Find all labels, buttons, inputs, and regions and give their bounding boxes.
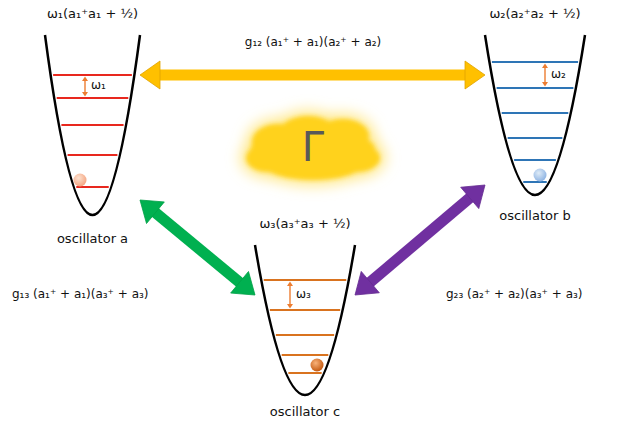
potential-well: [255, 245, 355, 395]
coupling-arrow: [140, 200, 255, 295]
energy-level: [68, 154, 118, 156]
energy-level: [276, 334, 334, 336]
frequency-label: ω₃: [296, 288, 311, 302]
parabola-curve: [485, 35, 585, 195]
particle-ball: [534, 169, 547, 182]
energy-level: [53, 74, 132, 76]
oscillator-name: oscillator b: [499, 209, 570, 224]
energy-level: [514, 159, 556, 161]
energy-level: [282, 354, 329, 356]
coupling-arrow: [355, 185, 485, 295]
hamiltonian-term: ω₃(a₃⁺a₃ + ½): [259, 217, 350, 232]
frequency-label: ω₁: [91, 79, 106, 93]
arrow-head: [461, 185, 485, 209]
energy-level: [492, 61, 578, 63]
coupling-term: g₁₂ (a₁⁺ + a₁)(a₂⁺ + a₂): [245, 36, 381, 50]
energy-level: [497, 87, 574, 89]
energy-level: [57, 97, 129, 99]
oscillator-name: oscillator c: [270, 405, 340, 420]
arrow-shaft: [155, 212, 241, 283]
arrow-head: [465, 61, 485, 89]
potential-well: [485, 35, 585, 195]
coupling-term: g₁₃ (a₁⁺ + a₁)(a₃⁺ + a₃): [12, 288, 148, 302]
spacing-arrow: [287, 282, 293, 309]
arrow-head: [231, 271, 255, 295]
arrow-shaft: [159, 70, 466, 81]
bath-cloud: Γ: [238, 112, 388, 182]
energy-level: [508, 137, 563, 139]
bath-symbol: Γ: [302, 127, 324, 167]
energy-level: [61, 124, 123, 126]
arrow-head: [355, 271, 379, 295]
oscillator-well: ω₃(a₃⁺a₃ + ½)ω₃oscillator c: [255, 245, 355, 395]
hamiltonian-term: ω₁(a₁⁺a₁ + ½): [47, 7, 138, 22]
energy-level: [270, 309, 340, 311]
frequency-label: ω₂: [551, 68, 566, 82]
coupling-term: g₂₃ (a₂⁺ + a₂)(a₃⁺ + a₃): [446, 288, 582, 302]
spacing-arrow: [542, 64, 548, 87]
arrow-head: [140, 61, 160, 89]
particle-ball: [311, 359, 324, 372]
hamiltonian-term: ω₂(a₂⁺a₂ + ½): [489, 7, 580, 22]
arrow-head: [140, 200, 164, 224]
particle-ball: [74, 174, 87, 187]
parabola-curve: [255, 245, 355, 395]
oscillator-name: oscillator a: [57, 232, 128, 247]
energy-level: [523, 181, 547, 183]
coupling-arrow: [140, 61, 485, 89]
oscillator-well: ω₁(a₁⁺a₁ + ½)ω₁oscillator a: [45, 35, 140, 215]
spacing-arrow: [82, 77, 88, 97]
parabola-curve: [45, 35, 140, 215]
energy-level: [288, 372, 321, 374]
energy-level: [264, 279, 347, 281]
potential-well: [45, 35, 140, 215]
energy-level: [502, 112, 569, 114]
oscillator-well: ω₂(a₂⁺a₂ + ½)ω₂oscillator b: [485, 35, 585, 195]
arrow-shaft: [370, 197, 471, 282]
